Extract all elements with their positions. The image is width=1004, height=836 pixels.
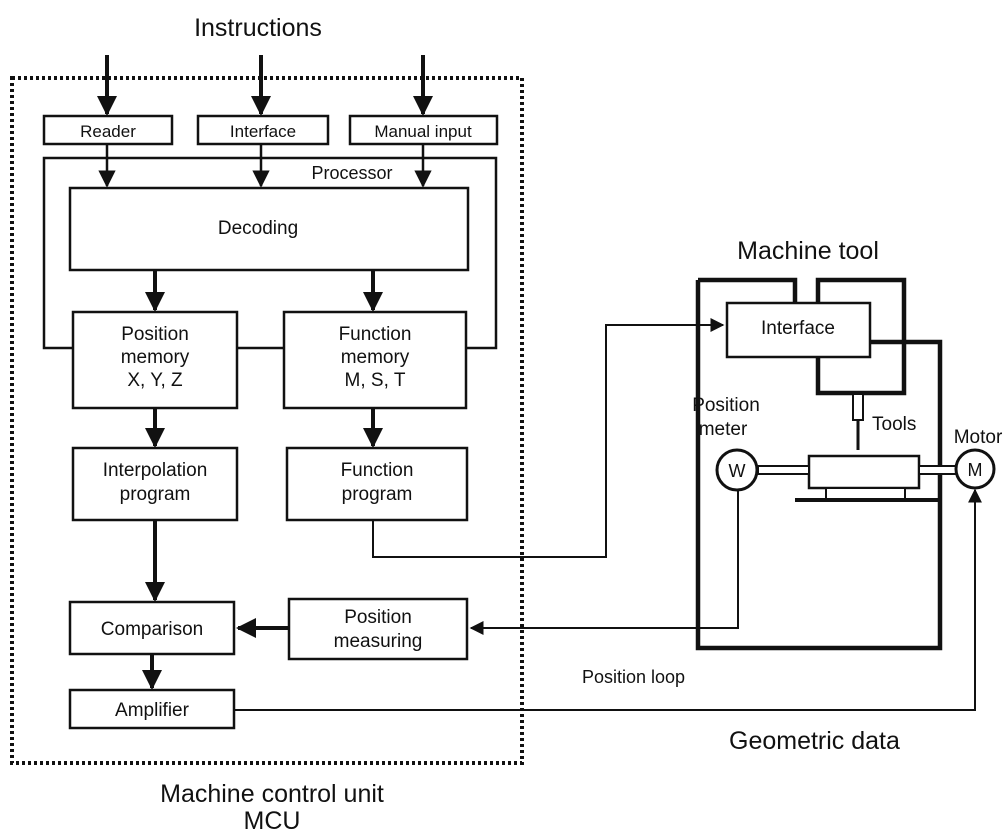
mcu-boundary xyxy=(10,76,524,765)
motor-label: Motor xyxy=(954,427,1003,448)
reader-label: Reader xyxy=(80,122,136,141)
tool-head-frame xyxy=(815,277,907,396)
meter-to-measuring-arrow xyxy=(469,487,739,635)
interpolation-program-label-1: Interpolation xyxy=(103,460,208,481)
position-meter-label-1: Position xyxy=(692,395,760,416)
amplifier-label: Amplifier xyxy=(115,700,190,721)
position-loop-label: Position loop xyxy=(582,667,685,687)
processor-label: Processor xyxy=(311,163,392,183)
function-program-label-1: Function xyxy=(341,460,414,481)
tool-shank xyxy=(852,393,864,421)
decoding-box: Decoding xyxy=(68,186,470,272)
function-program-box: Function program xyxy=(285,446,469,522)
mcu-abbreviation: MCU xyxy=(244,807,301,835)
amplifier-box: Amplifier xyxy=(68,688,236,730)
amplifier-to-motor-arrow xyxy=(234,488,982,711)
position-measuring-box: Position measuring xyxy=(287,597,469,661)
machine-interface-box: Interface xyxy=(725,301,872,359)
meter-shaft xyxy=(757,465,810,475)
machine-tool-title: Machine tool xyxy=(737,237,879,265)
interface-input-label: Interface xyxy=(230,122,296,141)
function-program-label-2: program xyxy=(342,484,413,505)
motor-icon: M xyxy=(954,448,996,490)
comparison-label: Comparison xyxy=(101,619,203,640)
manual-input-box: Manual input xyxy=(348,114,499,146)
geometric-data-label: Geometric data xyxy=(729,727,900,755)
position-memory-label-3: X, Y, Z xyxy=(127,370,183,391)
interface-input-box: Interface xyxy=(196,114,330,146)
motor-shaft xyxy=(918,465,960,475)
reader-box: Reader xyxy=(42,114,174,146)
position-measuring-label-2: measuring xyxy=(334,631,423,652)
function-memory-label-3: M, S, T xyxy=(345,370,406,391)
manual-input-label: Manual input xyxy=(374,122,472,141)
position-memory-label-2: memory xyxy=(121,347,190,368)
motor-symbol: M xyxy=(968,460,983,480)
function-program-to-machine-interface-arrow xyxy=(372,318,725,558)
function-memory-label-1: Function xyxy=(339,324,412,345)
instructions-title: Instructions xyxy=(194,14,322,42)
tools-label: Tools xyxy=(872,414,916,435)
position-meter-label-2: meter xyxy=(699,419,748,440)
position-meter-symbol: W xyxy=(729,461,746,481)
mcu-title: Machine control unit xyxy=(160,780,384,808)
position-memory-box: Position memory X, Y, Z xyxy=(71,310,239,410)
work-table xyxy=(807,454,921,490)
interpolation-program-label-2: program xyxy=(120,484,191,505)
interpolation-program-box: Interpolation program xyxy=(71,446,239,522)
machine-interface-label: Interface xyxy=(761,318,835,339)
decoding-label: Decoding xyxy=(218,218,298,239)
position-measuring-label-1: Position xyxy=(344,607,412,628)
comparison-box: Comparison xyxy=(68,600,236,656)
function-memory-box: Function memory M, S, T xyxy=(282,310,468,410)
function-memory-label-2: memory xyxy=(341,347,410,368)
position-meter-icon: W xyxy=(715,448,759,492)
position-memory-label-1: Position xyxy=(121,324,189,345)
